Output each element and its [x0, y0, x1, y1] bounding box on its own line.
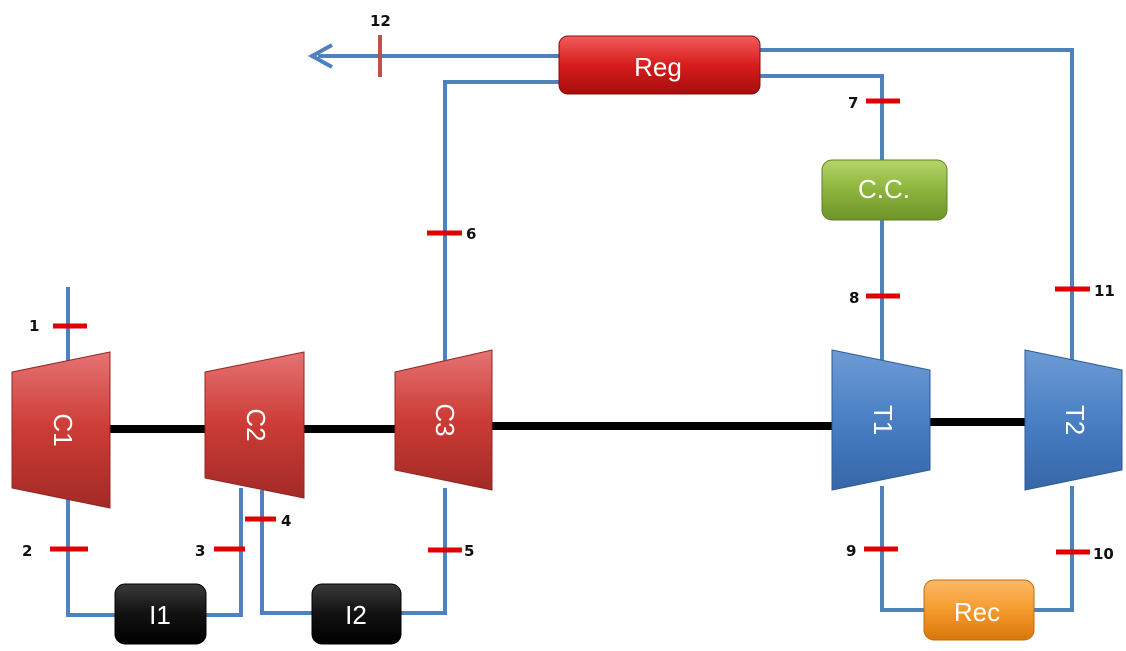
turbine-t2: T2: [1024, 349, 1123, 491]
pipe-t1-to-rec: [880, 486, 924, 612]
state-label-11: 11: [1094, 282, 1115, 300]
pipe-i2-to-c3: [401, 488, 447, 615]
pipe-c2-to-i2: [260, 490, 312, 615]
exhaust-arrowhead: [307, 43, 333, 69]
reheater-label: Rec: [954, 597, 1000, 627]
compressor-c2-label: C2: [241, 408, 271, 441]
state-label-6: 6: [466, 225, 476, 243]
intercooler-i1-label: I1: [149, 600, 171, 630]
state-label-2: 2: [22, 542, 32, 560]
state-label-1: 1: [29, 317, 39, 335]
turbine-t2-label: T2: [1060, 405, 1090, 435]
state-label-10: 10: [1093, 545, 1114, 563]
state-labels: 1 2 3 4 5 6 7 8 9 10 11 12: [22, 12, 1115, 563]
state-label-9: 9: [846, 542, 856, 560]
intercooler-i2-label: I2: [345, 600, 367, 630]
state-label-12: 12: [370, 12, 391, 30]
turbine-t1-label: T1: [868, 405, 898, 435]
state-label-3: 3: [195, 542, 205, 560]
compressor-c1-label: C1: [48, 413, 78, 446]
compressor-c3: C3: [394, 349, 493, 491]
combustion-chamber-label: C.C.: [858, 174, 910, 204]
pipe-i1-to-c2: [206, 488, 243, 617]
state-label-4: 4: [281, 512, 291, 530]
combustion-chamber: C.C.: [821, 159, 948, 221]
pipe-rec-to-t2: [1034, 486, 1074, 612]
regenerator-label: Reg: [634, 52, 682, 82]
pipe-reg-to-cc: [760, 74, 884, 160]
state-markers: [50, 35, 1090, 555]
regenerator: Reg: [558, 35, 761, 95]
pipes: [66, 43, 1074, 617]
pipe-c3-to-reg: [443, 80, 559, 372]
compressor-c3-label: C3: [430, 403, 460, 436]
state-label-5: 5: [464, 542, 474, 560]
compressor-c1: C1: [11, 351, 111, 509]
reheater: Rec: [923, 579, 1035, 641]
pipe-t2-to-reg: [760, 48, 1074, 370]
intercooler-i2: I2: [311, 583, 402, 645]
compressor-c2: C2: [204, 351, 305, 499]
state-label-7: 7: [848, 94, 858, 112]
state-label-8: 8: [849, 289, 859, 307]
turbine-t1: T1: [831, 349, 931, 491]
intercooler-i1: I1: [114, 583, 207, 645]
pipe-c1-to-i1: [66, 488, 115, 617]
shafts: [110, 418, 1025, 433]
